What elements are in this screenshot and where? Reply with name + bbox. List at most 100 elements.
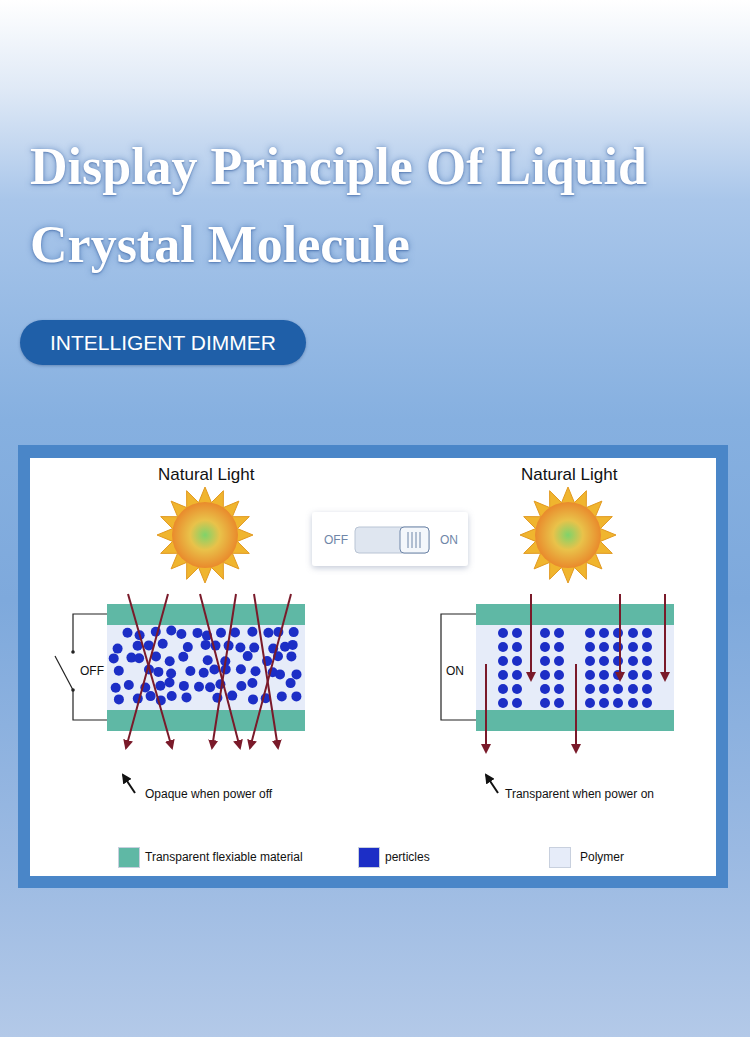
particle (243, 651, 253, 661)
caption-note: Opaque when power off (145, 787, 272, 801)
caption-note: Transparent when power on (505, 787, 654, 801)
switch-label: OFF (80, 664, 104, 678)
particle (235, 643, 245, 653)
particle (292, 669, 302, 679)
particle (124, 680, 134, 690)
page-title: Display Principle Of Liquid Crystal Mole… (30, 128, 730, 284)
particle (554, 698, 564, 708)
particle (628, 670, 638, 680)
particle (642, 684, 652, 694)
legend-swatch (118, 847, 140, 868)
switch-label: ON (446, 664, 464, 678)
particle (512, 684, 522, 694)
particle (642, 656, 652, 666)
particle (628, 642, 638, 652)
sun-disc (535, 502, 601, 568)
sun-rays (520, 487, 616, 583)
particle (498, 698, 508, 708)
particle (498, 670, 508, 680)
particle (585, 670, 595, 680)
particle (176, 629, 186, 639)
particle (585, 684, 595, 694)
particle (540, 628, 550, 638)
particle (613, 642, 623, 652)
particle (613, 698, 623, 708)
particle (498, 684, 508, 694)
panel (30, 458, 716, 876)
particle (512, 698, 522, 708)
legend-text: Polymer (580, 850, 624, 864)
particle (512, 670, 522, 680)
particle (642, 670, 652, 680)
particle (203, 655, 213, 665)
particle (183, 642, 193, 652)
particle (642, 698, 652, 708)
particle (599, 684, 609, 694)
particle (291, 691, 301, 701)
particle (540, 656, 550, 666)
particle (599, 670, 609, 680)
particle (554, 670, 564, 680)
particle (512, 628, 522, 638)
particle (540, 698, 550, 708)
particle (185, 666, 195, 676)
sun (520, 487, 616, 583)
particle (165, 656, 175, 666)
light-label: Natural Light (521, 465, 617, 485)
particle (179, 681, 189, 691)
particle (599, 698, 609, 708)
particle (114, 666, 124, 676)
toggle-switch (312, 512, 468, 566)
particle (109, 653, 119, 663)
legend-swatch (358, 847, 380, 868)
legend-text: Transparent flexiable material (145, 850, 303, 864)
particle (628, 656, 638, 666)
particle (194, 682, 204, 692)
particle (134, 653, 144, 663)
particle (111, 683, 121, 693)
switch-state: ON (440, 533, 458, 547)
particle (166, 626, 176, 636)
particle (599, 642, 609, 652)
particle (275, 669, 285, 679)
particle (613, 656, 623, 666)
particle (512, 642, 522, 652)
particle (554, 656, 564, 666)
particle (165, 678, 175, 688)
particle (153, 667, 163, 677)
sun-rays (157, 487, 253, 583)
toggle-knob (400, 527, 429, 553)
particle (628, 628, 638, 638)
particle (585, 642, 595, 652)
particle (540, 642, 550, 652)
particle (642, 642, 652, 652)
particle (178, 652, 188, 662)
particle (613, 684, 623, 694)
particle (585, 628, 595, 638)
particle (167, 691, 177, 701)
particle (114, 694, 124, 704)
legend-swatch (549, 847, 571, 868)
particle (498, 628, 508, 638)
particle (613, 670, 623, 680)
particle (613, 628, 623, 638)
switch-state: OFF (324, 533, 348, 547)
particle (155, 681, 165, 691)
particle (247, 627, 257, 637)
particle (540, 670, 550, 680)
particle (249, 643, 259, 653)
particle (642, 628, 652, 638)
particle (158, 639, 168, 649)
particle (205, 682, 215, 692)
legend-text: perticles (385, 850, 430, 864)
particle (166, 669, 176, 679)
light-label: Natural Light (158, 465, 254, 485)
particle (146, 691, 156, 701)
particle (216, 628, 226, 638)
particle (585, 656, 595, 666)
particle (286, 678, 296, 688)
particle (554, 684, 564, 694)
particle (113, 644, 123, 654)
particle (585, 698, 595, 708)
particle (199, 668, 209, 678)
